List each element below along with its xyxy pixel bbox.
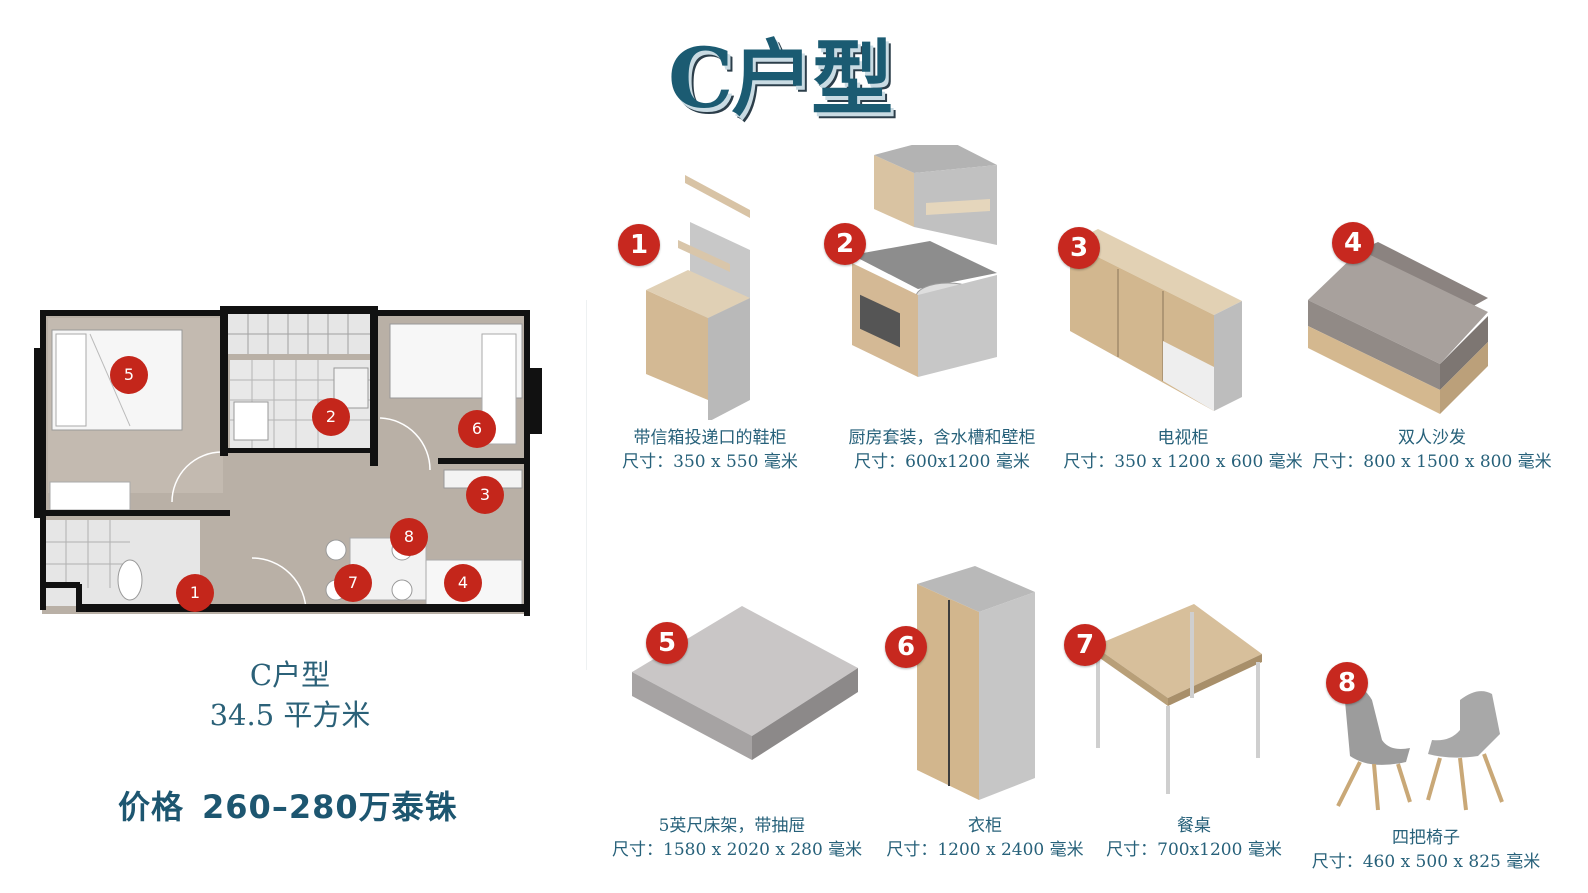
furniture-item-kitchen-set: 2 厨房套装，含水槽和壁柜 尺寸：600x1200 毫米 <box>822 145 1062 480</box>
item-number-badge: 2 <box>824 223 866 265</box>
plan-pin-1: 1 <box>176 574 214 612</box>
floor-plan: 5 2 6 3 8 7 4 1 <box>30 298 550 628</box>
page-title: C户型 <box>668 31 893 127</box>
item-size: 尺寸：1200 x 2400 毫米 <box>886 840 1084 860</box>
plan-name: C户型 <box>249 658 331 692</box>
bed-frame-illustration <box>632 606 858 760</box>
item-size: 尺寸：600x1200 毫米 <box>854 452 1030 472</box>
sofa-illustration <box>1308 242 1488 414</box>
item-size: 尺寸：350 x 1200 x 600 毫米 <box>1063 452 1303 472</box>
item-size: 尺寸：1580 x 2020 x 280 毫米 <box>612 840 863 860</box>
item-number-badge: 3 <box>1058 227 1100 269</box>
divider <box>586 300 587 670</box>
item-size: 尺寸：800 x 1500 x 800 毫米 <box>1312 452 1552 472</box>
item-size: 尺寸：700x1200 毫米 <box>1106 840 1282 860</box>
item-label: 5英尺床架，带抽屉 尺寸：1580 x 2020 x 280 毫米 <box>612 814 863 862</box>
plan-caption: C户型 34.5 平方米 <box>130 655 450 735</box>
plan-pin-5: 5 <box>110 356 148 394</box>
item-name: 电视柜 <box>1157 428 1209 448</box>
price: 价格 260–280万泰铢 <box>118 782 458 828</box>
chairs-illustration <box>1336 686 1504 811</box>
dining-table-illustration <box>1094 604 1262 794</box>
item-label: 厨房套装，含水槽和壁柜 尺寸：600x1200 毫米 <box>822 426 1062 474</box>
kitchen-set-illustration <box>852 145 997 377</box>
item-label: 衣柜 尺寸：1200 x 2400 毫米 <box>885 814 1085 862</box>
furniture-item-dining-table: 7 餐桌 尺寸：700x1200 毫米 <box>1064 598 1304 865</box>
plan-pin-7: 7 <box>334 564 372 602</box>
item-name: 厨房套装，含水槽和壁柜 <box>848 428 1036 448</box>
item-name: 衣柜 <box>968 816 1002 836</box>
item-number-badge: 8 <box>1326 662 1368 704</box>
item-number-badge: 7 <box>1064 624 1106 666</box>
furniture-item-bed-frame: 5 5英尺床架，带抽屉 尺寸：1580 x 2020 x 280 毫米 <box>612 600 872 865</box>
item-label: 四把椅子 尺寸：460 x 500 x 825 毫米 <box>1310 826 1542 874</box>
plan-pin-2: 2 <box>312 398 350 436</box>
item-number-badge: 1 <box>618 224 660 266</box>
item-label: 餐桌 尺寸：700x1200 毫米 <box>1084 814 1304 862</box>
plan-area: 34.5 平方米 <box>209 698 371 732</box>
item-name: 餐桌 <box>1177 816 1211 836</box>
price-label: 价格 <box>118 788 185 826</box>
item-name: 5英尺床架，带抽屉 <box>658 816 806 836</box>
item-name: 双人沙发 <box>1398 428 1466 448</box>
furniture-item-sofa: 4 双人沙发 尺寸：800 x 1500 x 800 毫米 <box>1300 220 1552 480</box>
plan-pin-6: 6 <box>458 410 496 448</box>
item-name: 四把椅子 <box>1392 828 1460 848</box>
furniture-item-chairs: 8 四把椅子 尺寸：460 x 500 x 825 毫米 <box>1310 660 1560 880</box>
furniture-item-tv-cabinet: 3 电视柜 尺寸：350 x 1200 x 600 毫米 <box>1058 225 1308 480</box>
floor-plan-drawing <box>34 306 542 616</box>
plan-pin-8: 8 <box>390 518 428 556</box>
tv-cabinet-illustration <box>1070 229 1242 411</box>
item-size: 尺寸：350 x 550 毫米 <box>622 452 798 472</box>
item-number-badge: 6 <box>885 626 927 668</box>
item-size: 尺寸：460 x 500 x 825 毫米 <box>1311 852 1541 872</box>
shoe-cabinet-illustration <box>646 175 750 420</box>
item-number-badge: 4 <box>1332 222 1374 264</box>
plan-pin-4: 4 <box>444 564 482 602</box>
item-label: 双人沙发 尺寸：800 x 1500 x 800 毫米 <box>1300 426 1564 474</box>
furniture-item-wardrobe: 6 衣柜 尺寸：1200 x 2400 毫米 <box>885 564 1085 865</box>
item-label: 电视柜 尺寸：350 x 1200 x 600 毫米 <box>1058 426 1308 474</box>
item-number-badge: 5 <box>646 622 688 664</box>
furniture-item-shoe-cabinet: 1 带信箱投递口的鞋柜 尺寸：350 x 550 毫米 <box>610 170 810 480</box>
price-value: 260–280万泰铢 <box>202 788 458 826</box>
item-name: 带信箱投递口的鞋柜 <box>633 428 787 448</box>
plan-pin-3: 3 <box>466 476 504 514</box>
wardrobe-illustration <box>917 566 1035 800</box>
item-label: 带信箱投递口的鞋柜 尺寸：350 x 550 毫米 <box>610 426 810 474</box>
